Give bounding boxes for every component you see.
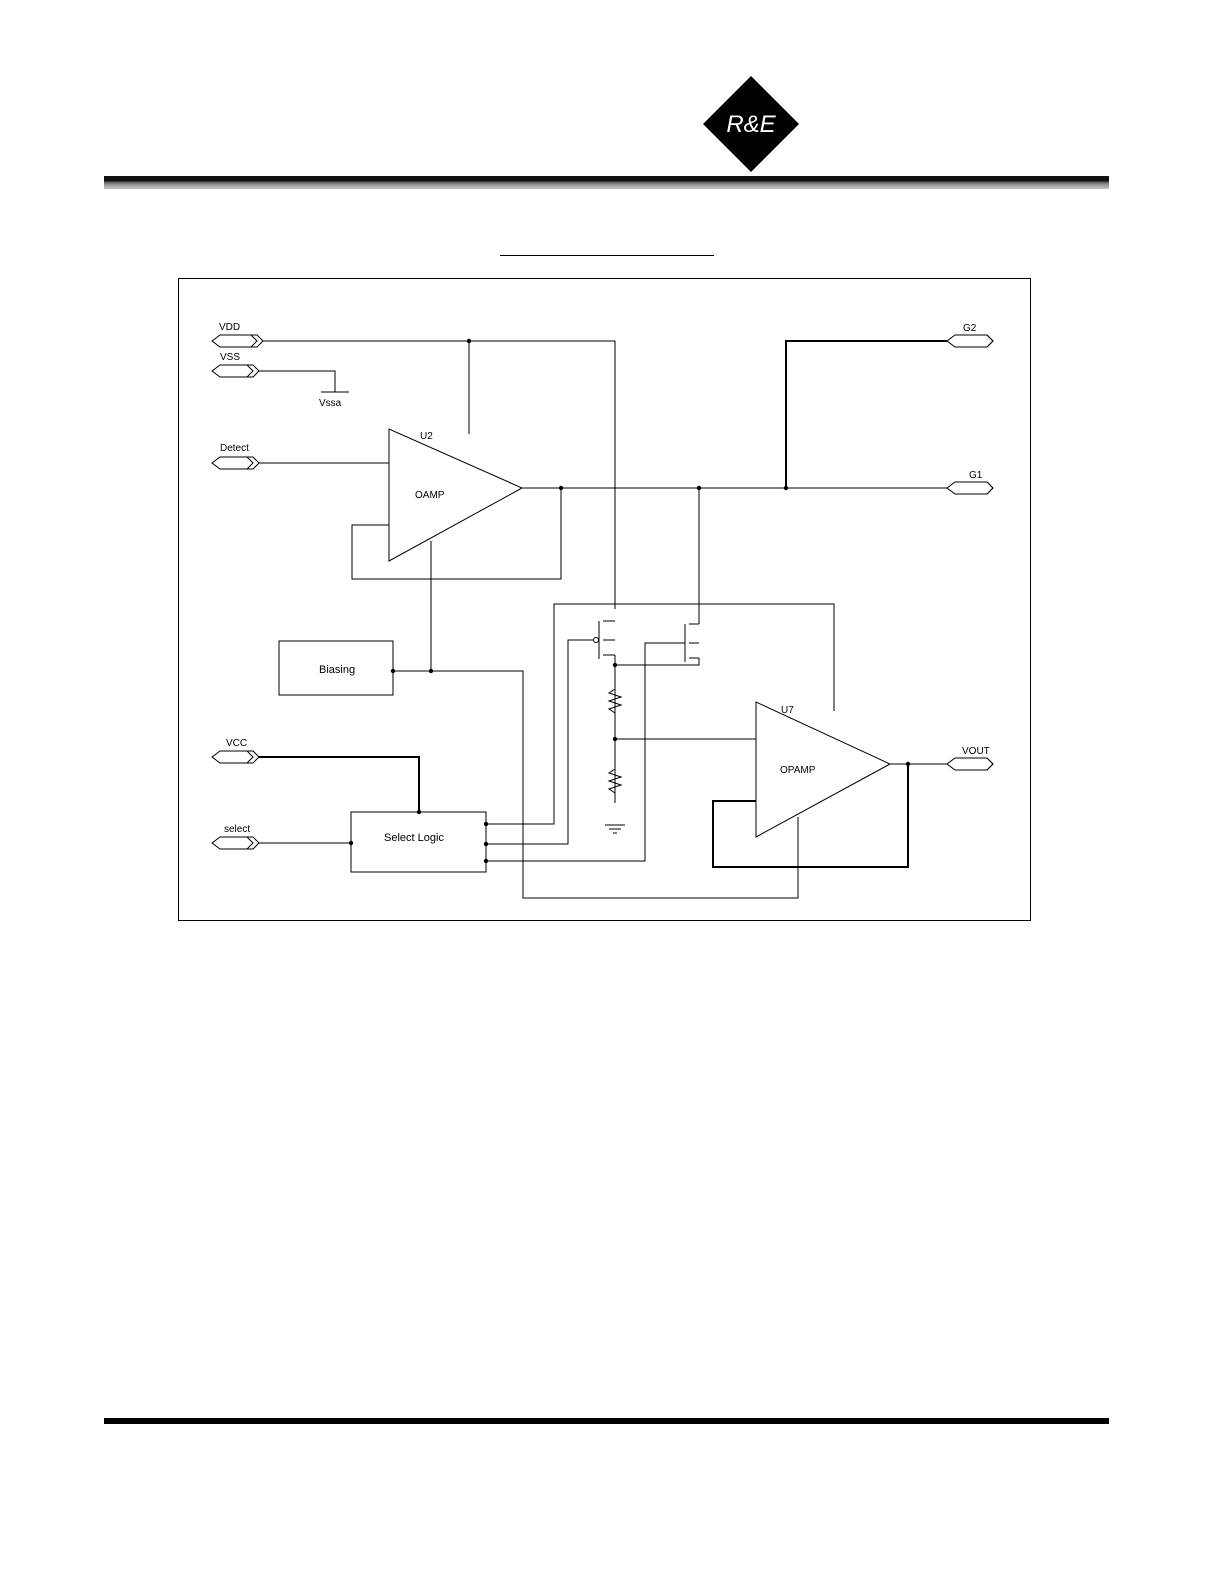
oamp-u2 xyxy=(388,428,524,562)
label-vout: VOUT xyxy=(962,746,990,757)
net-gate2 xyxy=(486,642,685,862)
label-vcc: VCC xyxy=(226,738,247,749)
net-vcc xyxy=(259,756,420,812)
net-vdd xyxy=(263,340,616,609)
biasing-block xyxy=(278,640,394,696)
resistor-r1 xyxy=(607,688,623,714)
transistor-q1 xyxy=(593,620,616,803)
resistor-r2 xyxy=(607,768,623,794)
net-opamp-feedback xyxy=(712,764,909,868)
net-g2 xyxy=(785,340,947,488)
port-g2 xyxy=(946,334,994,348)
header-rule xyxy=(104,176,1109,189)
net-oamp-feedback xyxy=(351,488,562,580)
net-opamp-supply xyxy=(486,603,835,825)
label-vssa: Vssa xyxy=(319,398,342,409)
label-select-logic: Select Logic xyxy=(384,832,444,844)
company-logo: R&E xyxy=(701,76,801,176)
label-g1: G1 xyxy=(969,470,983,481)
label-detect: Detect xyxy=(220,443,249,454)
net-gate1 xyxy=(486,639,593,845)
port-vss xyxy=(211,364,260,378)
opamp-u7 xyxy=(755,701,892,838)
port-detect xyxy=(211,456,260,470)
label-select: select xyxy=(224,824,250,835)
schematic-diagram: VDD VSS Vssa Detect U2 OAMP G2 G1 Biasin… xyxy=(178,278,1031,921)
ground-symbol xyxy=(605,824,625,834)
footer-rule xyxy=(104,1418,1109,1424)
net-vss xyxy=(259,370,336,392)
logo-text: R&E xyxy=(726,111,776,138)
port-g1 xyxy=(946,481,994,495)
label-u7: U7 xyxy=(781,705,794,716)
title-underline xyxy=(500,255,714,256)
label-g2: G2 xyxy=(963,323,977,334)
junction-dots xyxy=(348,338,911,864)
net-bias xyxy=(393,670,799,899)
port-vout xyxy=(946,757,994,771)
transistor-q2 xyxy=(615,488,700,666)
port-vdd xyxy=(211,334,264,348)
label-vss: VSS xyxy=(220,352,240,363)
label-vdd: VDD xyxy=(219,322,240,333)
label-opamp: OPAMP xyxy=(780,765,816,776)
label-oamp: OAMP xyxy=(415,490,445,501)
port-vcc xyxy=(211,750,260,764)
port-select xyxy=(211,836,260,850)
label-u2: U2 xyxy=(420,431,433,442)
label-biasing: Biasing xyxy=(319,664,355,676)
